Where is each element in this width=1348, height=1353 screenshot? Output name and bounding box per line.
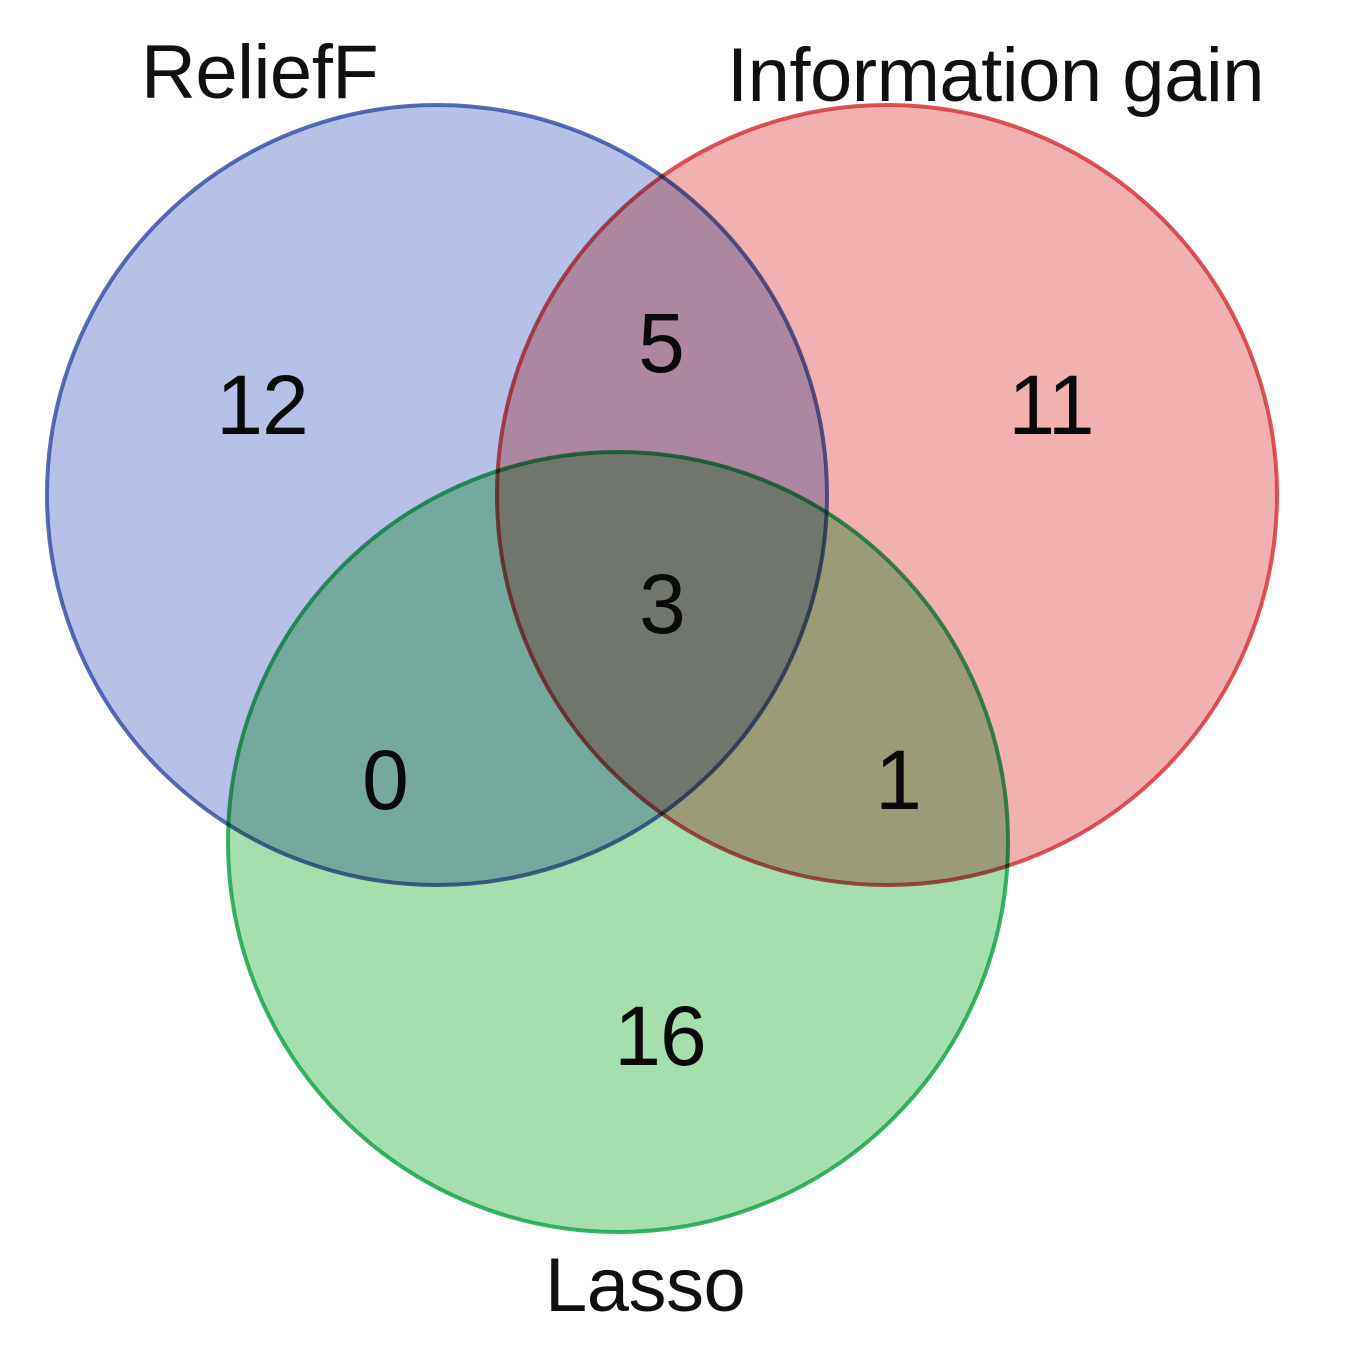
region-count-reliefF-information-gain-lasso: 3 xyxy=(639,557,686,651)
set-label-reliefF: ReliefF xyxy=(141,30,379,115)
region-count-lasso-only: 16 xyxy=(614,989,706,1083)
region-count-information-gain-lasso: 1 xyxy=(875,733,922,827)
set-label-information-gain: Information gain xyxy=(727,33,1265,118)
region-count-information-gain-only: 11 xyxy=(1008,358,1094,452)
region-count-reliefF-lasso: 0 xyxy=(362,733,409,827)
set-label-lasso: Lasso xyxy=(545,1243,746,1328)
region-count-reliefF-only: 12 xyxy=(216,358,308,452)
venn-circle-lasso xyxy=(226,450,1010,1234)
region-count-reliefF-information-gain: 5 xyxy=(638,296,685,390)
